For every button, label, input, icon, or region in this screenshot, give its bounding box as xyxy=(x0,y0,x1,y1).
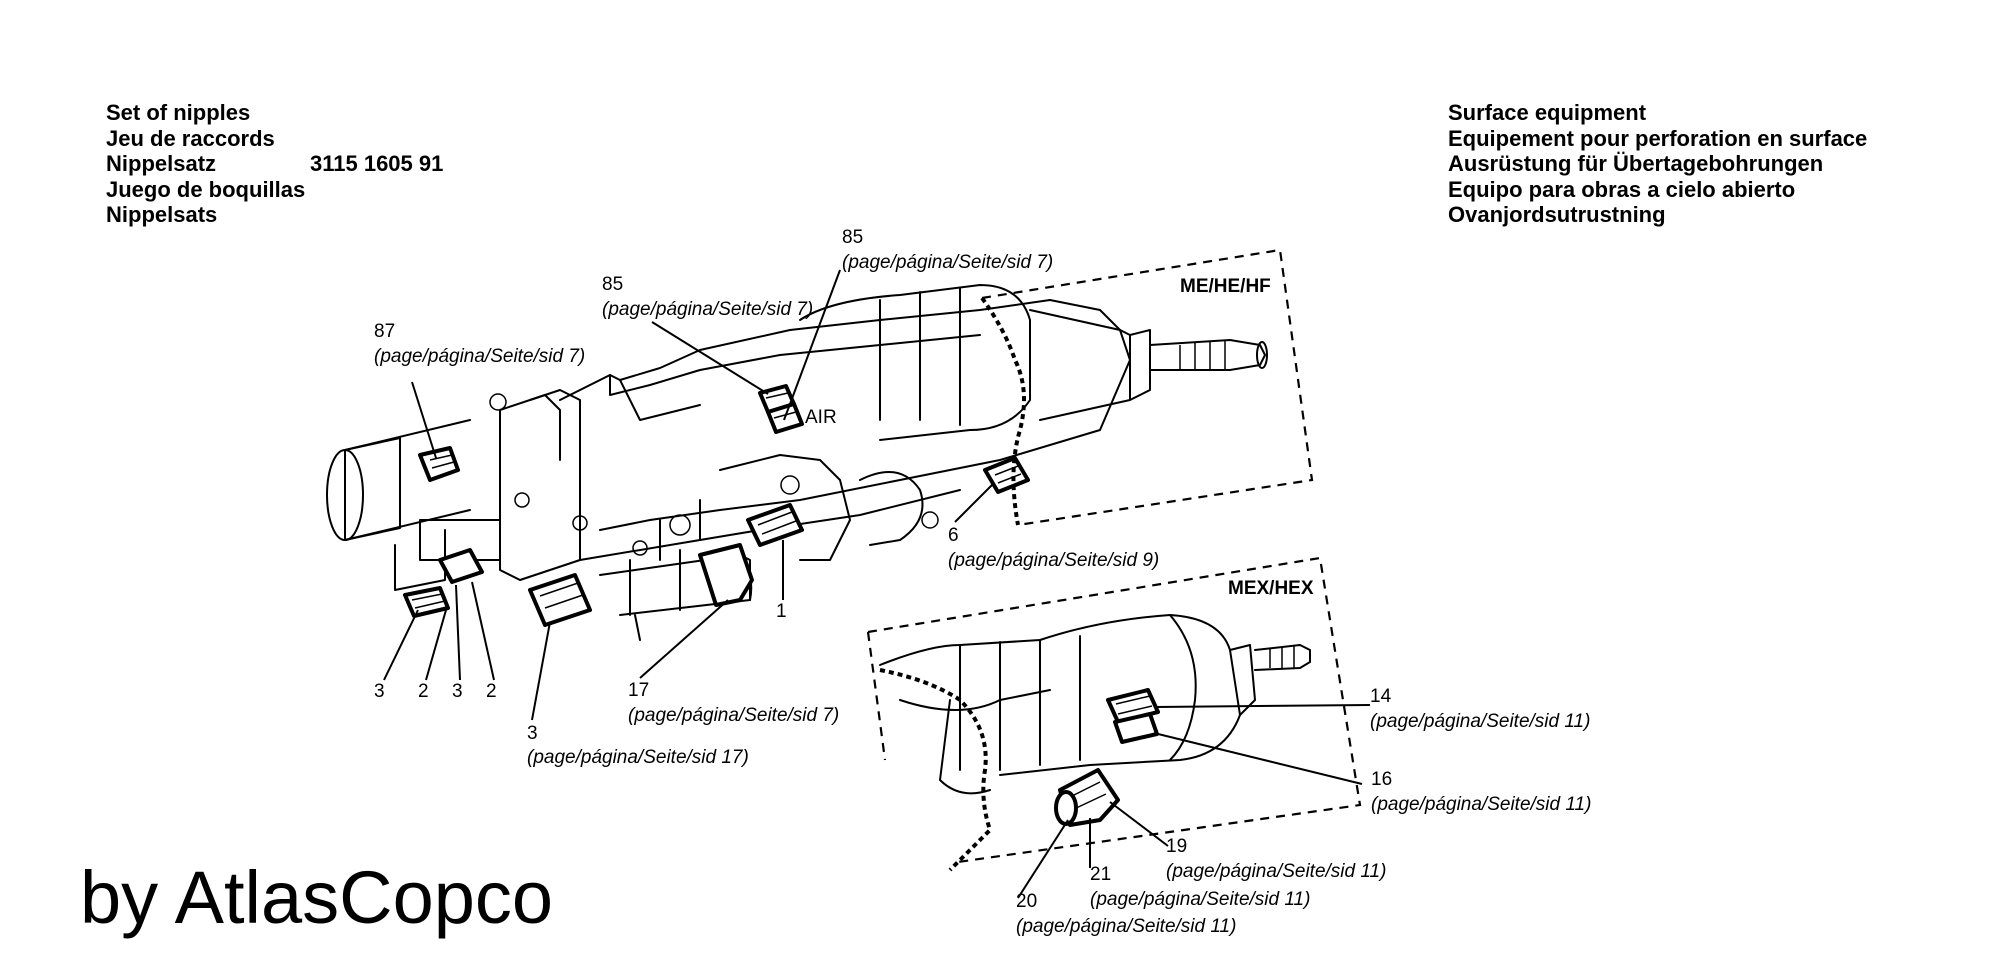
leader-3a xyxy=(383,609,419,681)
svg-text:(page/página/Seite/sid 11): (page/página/Seite/sid 11) xyxy=(1370,711,1590,732)
leader-3c xyxy=(531,621,551,721)
nipple-2-upper xyxy=(438,548,484,584)
svg-text:6: 6 xyxy=(948,525,959,546)
nipple-3-valve xyxy=(528,573,592,627)
leader-87 xyxy=(411,381,437,459)
leader-3b xyxy=(455,584,461,681)
nipple-87 xyxy=(418,446,460,482)
svg-text:3: 3 xyxy=(374,681,385,702)
svg-text:(page/página/Seite/sid 7): (page/página/Seite/sid 7) xyxy=(628,705,839,726)
svg-text:(page/página/Seite/sid 7): (page/página/Seite/sid 7) xyxy=(602,299,813,320)
variant-boundary-top xyxy=(981,248,1314,527)
variant-label-bottom: MEX/HEX xyxy=(1228,578,1314,599)
nipple-3-left xyxy=(403,586,450,618)
svg-text:3: 3 xyxy=(527,723,538,744)
title-de: Nippelsatz xyxy=(106,151,217,176)
callout-85-right: 85 (page/página/Seite/sid 7) xyxy=(842,227,1053,273)
leader-14 xyxy=(1155,704,1371,708)
leader-19 xyxy=(1109,801,1169,847)
callout-19: 19 (page/página/Seite/sid 11) xyxy=(1166,836,1386,882)
leader-2b xyxy=(471,581,495,681)
category-sv: Ovanjordsutrustning xyxy=(1448,202,1666,227)
svg-text:20: 20 xyxy=(1016,891,1037,912)
svg-text:14: 14 xyxy=(1370,686,1392,707)
variant-label-top: ME/HE/HF xyxy=(1180,276,1271,297)
callout-20: 20 (page/página/Seite/sid 11) xyxy=(1016,891,1236,937)
svg-text:85: 85 xyxy=(842,227,863,248)
part-number: 3115 1605 91 xyxy=(310,151,444,176)
svg-text:(page/página/Seite/sid 11): (page/página/Seite/sid 11) xyxy=(1371,794,1591,815)
nipple-6 xyxy=(983,456,1030,494)
svg-text:1: 1 xyxy=(776,601,787,622)
leader-85-right xyxy=(783,269,841,421)
svg-text:(page/página/Seite/sid 7): (page/página/Seite/sid 7) xyxy=(374,346,585,367)
category-es: Equipo para obras a cielo abierto xyxy=(1448,176,1796,202)
svg-text:16: 16 xyxy=(1371,769,1392,790)
callout-3-left: 3 xyxy=(374,681,385,702)
section-cut-top xyxy=(980,296,1026,526)
title-es: Juego de boquillas xyxy=(106,176,306,202)
svg-text:(page/página/Seite/sid 11): (page/página/Seite/sid 11) xyxy=(1090,889,1310,910)
svg-text:2: 2 xyxy=(486,681,497,702)
section-cut-bottom xyxy=(879,668,993,872)
category-en: Surface equipment xyxy=(1448,100,1647,125)
leader-85-left xyxy=(651,321,769,395)
variant-boundary-bottom xyxy=(867,556,1362,864)
callout-17: 17 (page/página/Seite/sid 7) xyxy=(628,680,839,726)
callout-3-middle: 3 xyxy=(452,681,463,702)
title-sv: Nippelsats xyxy=(106,202,218,227)
callout-1: 1 xyxy=(776,601,787,622)
svg-text:19: 19 xyxy=(1166,836,1187,857)
category-fr: Equipement pour perforation en surface xyxy=(1448,125,1868,151)
svg-text:(page/página/Seite/sid 7): (page/página/Seite/sid 7) xyxy=(842,252,1053,273)
nipple-1 xyxy=(746,503,804,547)
svg-text:(page/página/Seite/sid 9): (page/página/Seite/sid 9) xyxy=(948,550,1159,571)
leader-6 xyxy=(954,483,994,523)
leader-20 xyxy=(1017,819,1069,899)
leader-16 xyxy=(1153,732,1363,785)
svg-text:21: 21 xyxy=(1090,864,1111,885)
atlascopco-watermark: by AtlasCopco xyxy=(80,856,554,939)
air-marking: AIR xyxy=(805,407,837,428)
svg-text:3: 3 xyxy=(452,681,463,702)
category-de: Ausrüstung für Übertagebohrungen xyxy=(1448,151,1824,176)
title-block: Set of nipples Jeu de raccords Nippelsat… xyxy=(106,100,443,228)
callout-21: 21 (page/página/Seite/sid 11) xyxy=(1090,864,1310,910)
leader-17 xyxy=(639,599,729,679)
title-fr: Jeu de raccords xyxy=(106,125,275,151)
callout-87: 87 (page/página/Seite/sid 7) xyxy=(374,321,585,367)
svg-text:(page/página/Seite/sid 11): (page/página/Seite/sid 11) xyxy=(1016,916,1236,937)
title-en: Set of nipples xyxy=(106,100,251,125)
svg-text:(page/página/Seite/sid 11): (page/página/Seite/sid 11) xyxy=(1166,861,1386,882)
callout-3-valve: 3 (page/página/Seite/sid 17) xyxy=(527,723,749,768)
category-block: Surface equipment Equipement pour perfor… xyxy=(1448,100,1867,228)
callout-6: 6 (page/página/Seite/sid 9) xyxy=(948,525,1159,571)
leader-2a xyxy=(425,609,447,681)
callout-14: 14 (page/página/Seite/sid 11) xyxy=(1370,686,1590,732)
variant-boundary-bottom-left xyxy=(866,631,887,761)
callout-16: 16 (page/página/Seite/sid 11) xyxy=(1371,769,1591,815)
svg-text:(page/página/Seite/sid 17): (page/página/Seite/sid 17) xyxy=(527,747,749,768)
callout-2-right: 2 xyxy=(486,681,497,702)
title-de-row: Nippelsatz 3115 1605 91 xyxy=(106,151,443,177)
nipple-19-21-20 xyxy=(1054,768,1120,827)
rock-drill-illustration: AIR xyxy=(326,284,1268,641)
callout-2-left: 2 xyxy=(418,681,429,702)
svg-text:2: 2 xyxy=(418,681,429,702)
nipple-17 xyxy=(698,543,754,607)
callout-85-left: 85 (page/página/Seite/sid 7) xyxy=(602,274,813,320)
svg-text:85: 85 xyxy=(602,274,623,295)
svg-text:17: 17 xyxy=(628,680,649,701)
rock-drill-mex-illustration xyxy=(879,614,1311,827)
svg-text:87: 87 xyxy=(374,321,395,342)
